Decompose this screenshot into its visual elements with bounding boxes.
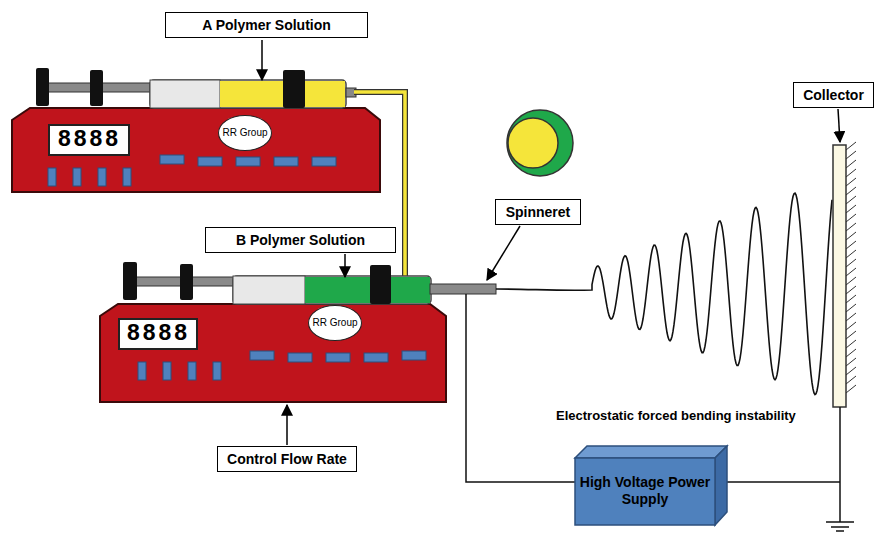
label-box: Collector (793, 82, 874, 108)
node-text: 8888 (126, 321, 189, 347)
spinneret-core (508, 118, 558, 168)
spinneret-section (507, 110, 573, 176)
brand-oval: RR Group (308, 305, 362, 341)
digital-display: 8888 (48, 124, 130, 156)
wire (727, 481, 840, 483)
label-box: B Polymer Solution (205, 227, 396, 253)
fiber-jet (496, 193, 832, 394)
node-text: Collector (803, 87, 864, 103)
wire (466, 294, 575, 482)
label-box: Spinneret (495, 199, 581, 225)
node-text: High Voltage Power Supply (577, 474, 713, 509)
node-text: A Polymer Solution (202, 17, 331, 33)
annotation-label: Electrostatic forced bending instability (556, 408, 796, 423)
power-supply-box (575, 446, 727, 525)
ground-hatch (846, 142, 856, 393)
label-box: Control Flow Rate (217, 446, 357, 472)
ground-symbol (826, 522, 854, 531)
node-text: Control Flow Rate (227, 451, 347, 467)
node-text: RR Group (222, 128, 267, 139)
node-text: RR Group (312, 318, 357, 329)
syringe-pump-a (12, 68, 380, 192)
node-text: B Polymer Solution (236, 232, 365, 248)
node-text: Spinneret (506, 204, 571, 220)
brand-oval: RR Group (218, 115, 272, 151)
collector-plate (833, 145, 846, 407)
node-text: 8888 (57, 127, 120, 153)
label-box: A Polymer Solution (165, 12, 368, 38)
nozzle (430, 284, 496, 294)
power-supply-label: High Voltage Power Supply (577, 460, 713, 522)
wire (839, 407, 841, 522)
digital-display: 8888 (118, 318, 198, 350)
syringe-pump-b (100, 262, 496, 402)
